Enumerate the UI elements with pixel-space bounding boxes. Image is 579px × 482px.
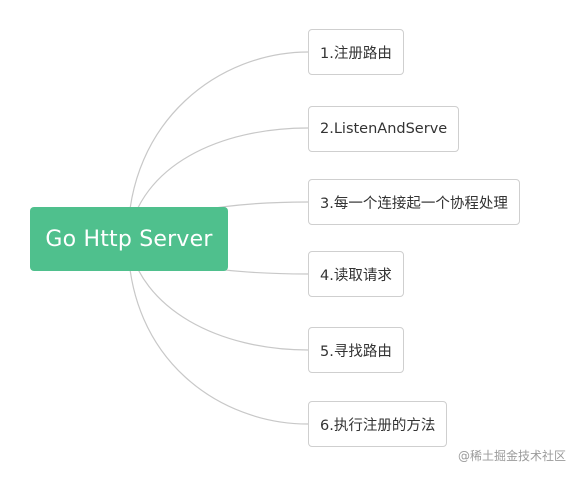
node-4[interactable]: 4.读取请求 (308, 251, 404, 297)
node-6[interactable]: 6.执行注册的方法 (308, 401, 448, 447)
node-4-label: 4.读取请求 (320, 267, 392, 284)
node-2[interactable]: 2.ListenAndServe (308, 106, 460, 152)
watermark: @稀土掘金技术社区 (457, 449, 566, 463)
node-1-label: 1.注册路由 (320, 45, 392, 62)
connector-6 (127, 238, 309, 425)
node-3-label: 3.每一个连接起一个协程处理 (320, 195, 508, 212)
root-node[interactable]: Go Http Server (30, 207, 228, 271)
node-1[interactable]: 1.注册路由 (308, 29, 404, 75)
node-6-label: 6.执行注册的方法 (320, 417, 436, 434)
node-3[interactable]: 3.每一个连接起一个协程处理 (308, 179, 520, 225)
connector-1 (127, 51, 309, 240)
node-5[interactable]: 5.寻找路由 (308, 327, 404, 373)
node-2-label: 2.ListenAndServe (320, 121, 448, 137)
node-5-label: 5.寻找路由 (320, 343, 392, 360)
root-node-label: Go Http Server (45, 226, 213, 252)
